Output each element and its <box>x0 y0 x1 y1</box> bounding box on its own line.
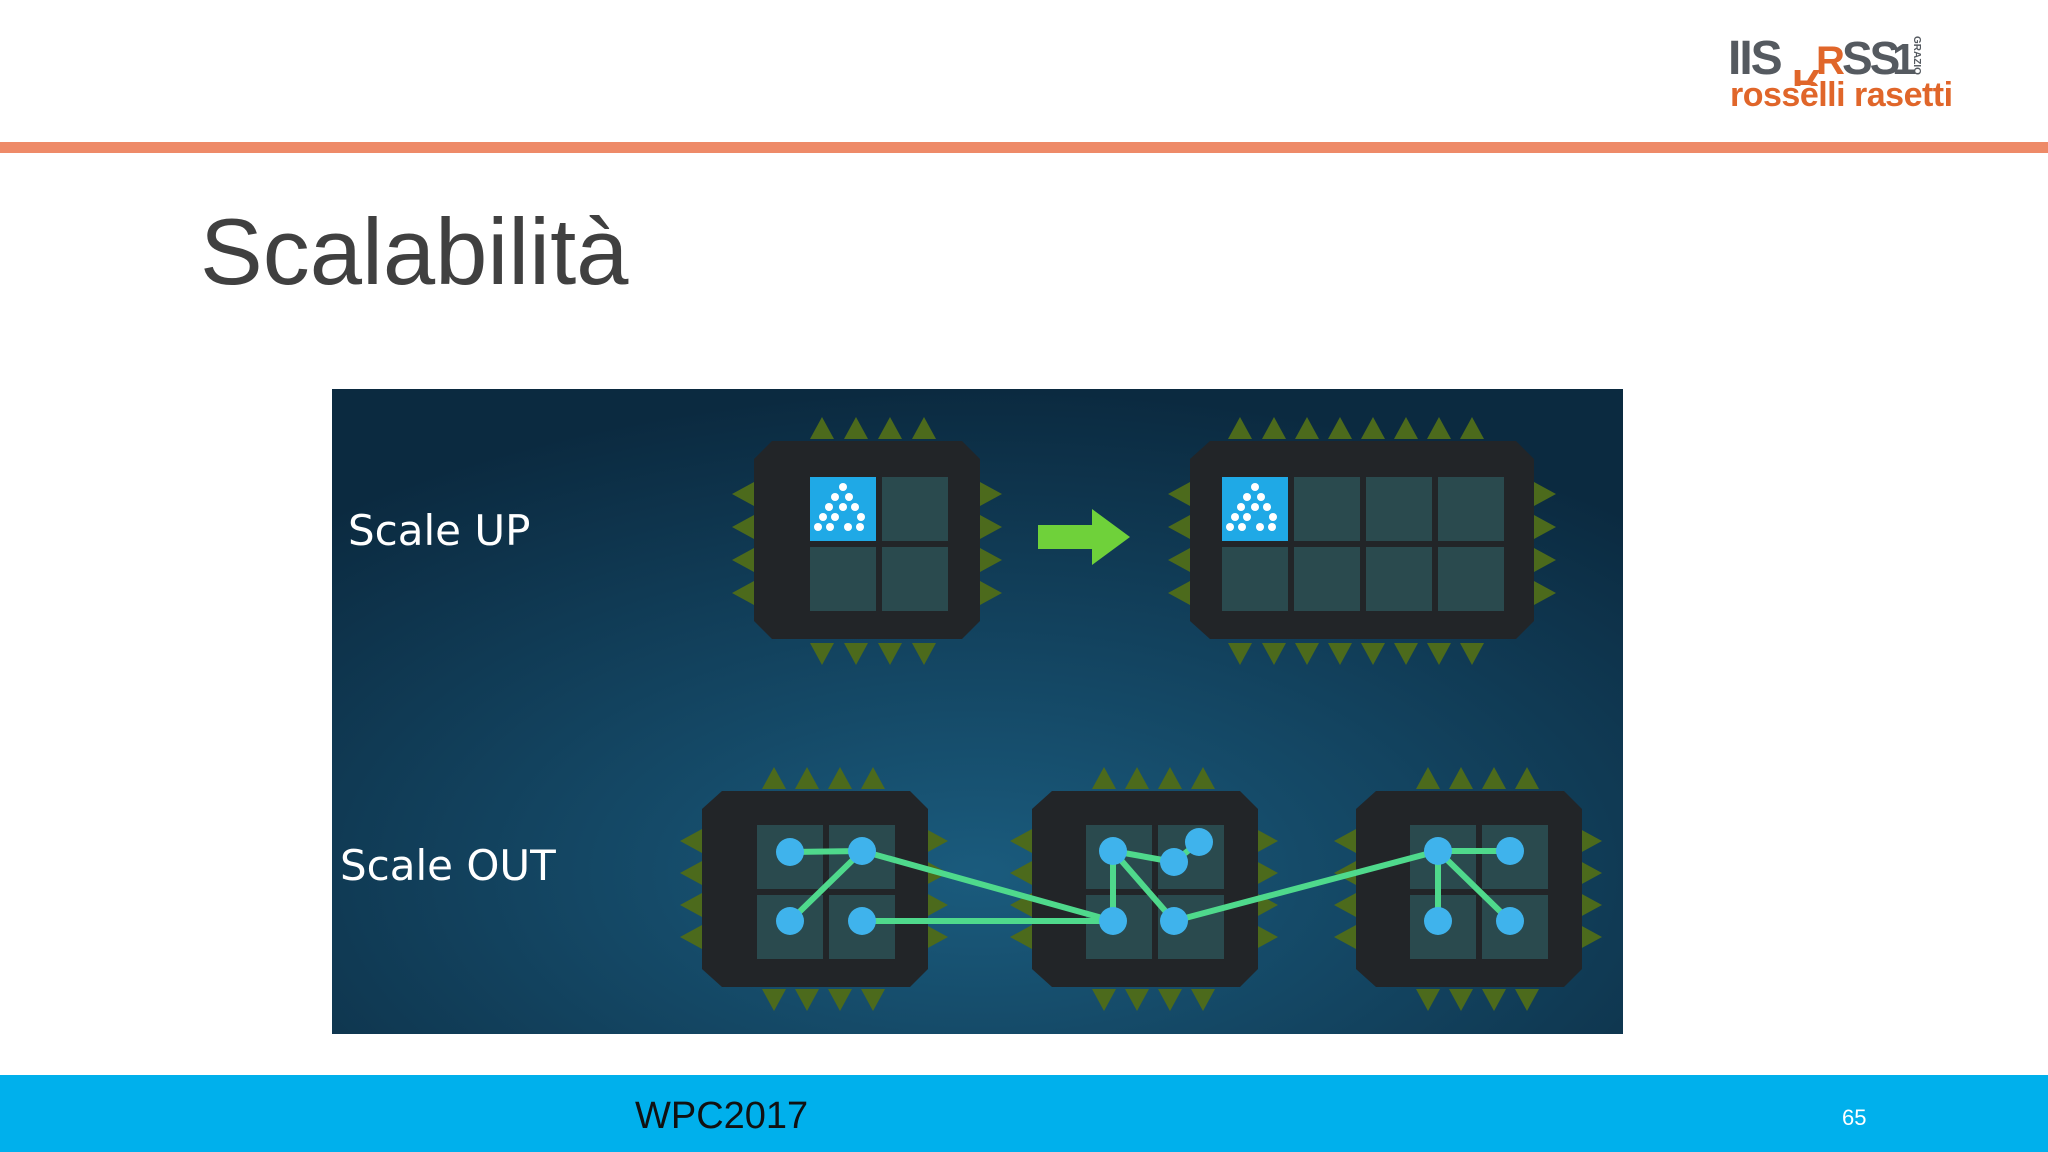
scale-up-arrow-icon <box>1038 509 1130 565</box>
school-wordmark: rosselli rasetti <box>1730 76 1953 114</box>
scale-out-chip-3 <box>1334 767 1602 1011</box>
footer-event: WPC2017 <box>635 1095 809 1137</box>
school-logo-mark: IIS R R SS 1 GRAZIO <box>1728 32 1922 86</box>
svg-text:R: R <box>1816 39 1845 83</box>
header-divider <box>0 142 2048 153</box>
large-server-chip <box>1168 417 1556 665</box>
slide-title: Scalabilità <box>200 199 629 304</box>
page-number: 65 <box>1842 1105 1867 1130</box>
svg-text:1: 1 <box>1892 35 1916 84</box>
scale-out-label: Scale OUT <box>340 841 556 890</box>
scale-diagram-svg: Scale UP Scale OUT <box>332 389 1623 1034</box>
svg-text:GRAZIO: GRAZIO <box>1911 36 1922 75</box>
scale-diagram: Scale UP Scale OUT <box>332 389 1623 1034</box>
small-server-chip <box>732 417 1002 665</box>
footer-bar: WPC2017 65 <box>0 1075 2048 1152</box>
scale-out-chip-1 <box>680 767 948 1011</box>
cluster-nodes <box>776 828 1524 935</box>
school-logo: IIS R R SS 1 GRAZIO rosselli rasetti <box>1726 26 1953 116</box>
scale-up-label: Scale UP <box>348 506 530 555</box>
svg-text:IIS: IIS <box>1728 32 1782 85</box>
svg-text:SS: SS <box>1842 32 1899 84</box>
svg-text:R: R <box>1792 61 1821 86</box>
